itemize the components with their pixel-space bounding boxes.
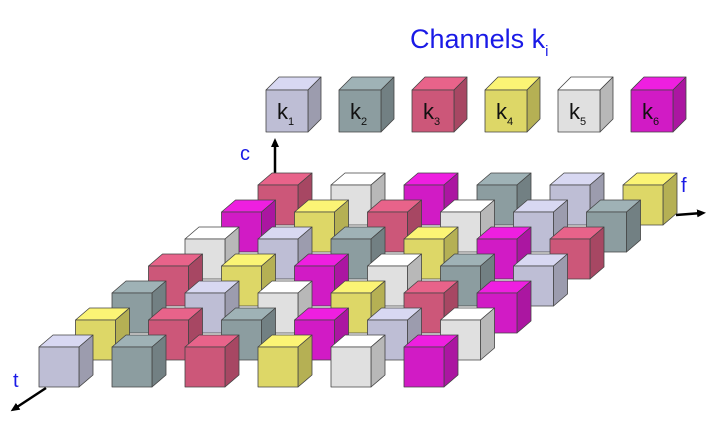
grid-cube-r6-c4-k5 — [330, 334, 386, 388]
grid-cube-r6-c5-k6 — [403, 334, 459, 388]
legend-label-k6: k6 — [642, 99, 659, 128]
t-axis-label: t — [13, 370, 19, 392]
legend-cube-k4: k4 — [484, 76, 541, 133]
axes: c f t — [10, 138, 706, 412]
channel-legend: k1 k2 k3 k4 k5 k6 — [265, 76, 687, 133]
legend-label-k1: k1 — [277, 99, 294, 128]
grid-cube-r6-c1-k2 — [111, 334, 167, 388]
grid-cube-r6-c3-k4 — [257, 334, 313, 388]
cube-grid — [38, 172, 678, 388]
t-axis-arrow — [10, 386, 47, 412]
diagram-title: Channels ki — [410, 24, 548, 60]
f-axis-label: f — [681, 175, 687, 197]
legend-label-k5: k5 — [569, 99, 586, 128]
title-subscript: i — [545, 43, 548, 60]
grid-cube-r6-c2-k3 — [184, 334, 240, 388]
f-axis-arrow — [675, 209, 706, 218]
c-axis-label: c — [240, 143, 250, 165]
legend-label-k2: k2 — [350, 99, 367, 128]
legend-label-k4: k4 — [496, 99, 513, 128]
legend-cube-k5: k5 — [557, 76, 614, 133]
legend-cube-k2: k2 — [338, 76, 395, 133]
legend-cube-k3: k3 — [411, 76, 468, 133]
title-text: Channels k — [410, 24, 546, 54]
legend-cube-k6: k6 — [630, 76, 687, 133]
grid-cube-r6-c0-k1 — [38, 334, 94, 388]
legend-label-k3: k3 — [423, 99, 440, 128]
legend-cube-k1: k1 — [265, 76, 322, 133]
